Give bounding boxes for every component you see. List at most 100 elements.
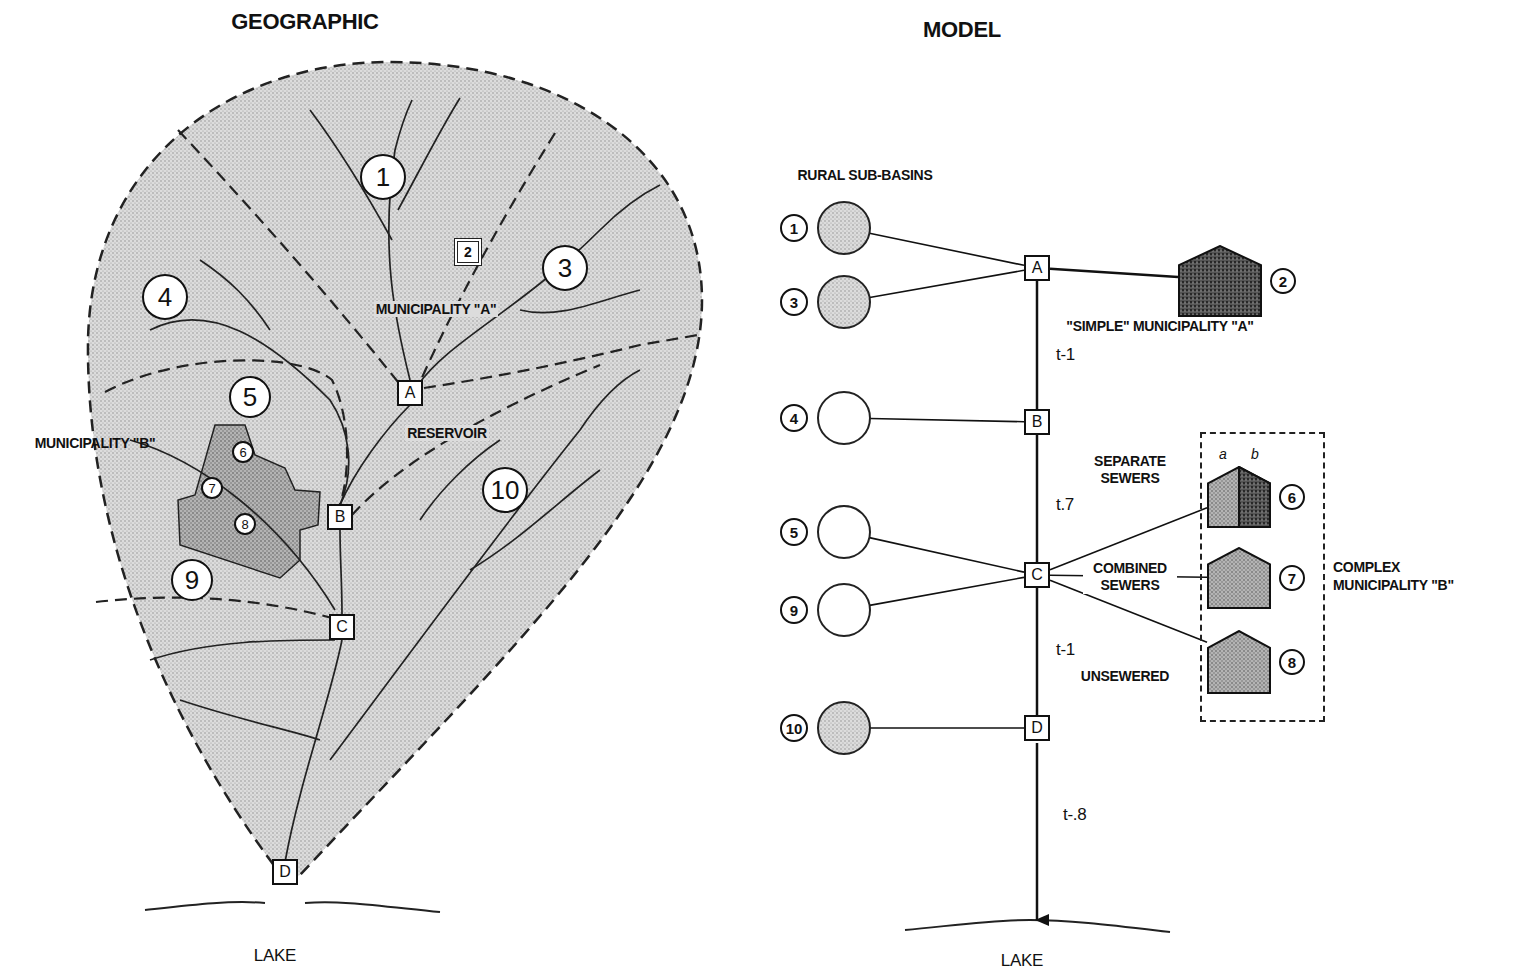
sub-basin-callout: 3 — [542, 245, 588, 291]
connector — [1036, 588, 1039, 715]
junction-letter: A — [405, 384, 416, 402]
edge-label: UNSEWERED — [1079, 668, 1171, 685]
house-shape — [1208, 467, 1270, 527]
municipality-name: "SIMPLE" MUNICIPALITY "A" — [1066, 318, 1253, 334]
connector — [870, 270, 1024, 297]
callout-number: 2 — [464, 244, 472, 260]
sub-basin-circle — [818, 392, 870, 444]
callout-circle: 8 — [1279, 649, 1305, 675]
callout-number: 9 — [185, 565, 199, 596]
municipality-building: 2 — [454, 238, 482, 266]
sub-basin-boundary — [96, 130, 698, 618]
river — [180, 700, 320, 740]
edge-label: t.7 — [1054, 495, 1076, 515]
edge-label: SEPARATE SEWERS — [1078, 453, 1182, 487]
house-shape — [1207, 630, 1271, 694]
river — [389, 100, 412, 380]
house-shape — [1207, 547, 1271, 609]
river — [130, 98, 660, 862]
callout-number: 8 — [241, 517, 248, 532]
text-label: RURAL SUB-BASINS — [798, 167, 933, 183]
river — [150, 640, 335, 660]
river — [398, 98, 460, 210]
rural-sub-basin: 10 — [780, 700, 872, 756]
text-label: MUNICIPALITY "A" — [374, 301, 499, 317]
connector — [870, 727, 1024, 729]
river — [130, 440, 335, 610]
rural-sub-basin: 4 — [780, 390, 872, 446]
callout-circle: 10 — [780, 714, 808, 742]
sub-basin-circle — [818, 702, 870, 754]
lake-shore — [905, 920, 1170, 932]
connector — [870, 577, 1024, 605]
sub-basin-circle — [816, 504, 872, 560]
municipality-b-area — [178, 425, 320, 578]
sub-basin-circle — [818, 276, 870, 328]
municipality-house: 7 — [1207, 547, 1307, 609]
map-junction-box: C — [329, 614, 355, 640]
sewer-part-letter: b — [1251, 446, 1259, 462]
group-label: COMPLEX MUNICIPALITY "B" — [1333, 559, 1483, 594]
text-label: t-.8 — [1063, 805, 1086, 825]
callout-circle: 3 — [780, 288, 808, 316]
rural-sub-basin: 3 — [780, 274, 872, 330]
sub-basin-circle — [818, 584, 870, 636]
watershed-map — [88, 62, 702, 880]
text-label: LAKE — [254, 946, 296, 966]
edge-label: t-1 — [1054, 345, 1077, 365]
callout-circle: 7 — [1279, 565, 1305, 591]
lake-shore — [145, 902, 1170, 932]
sub-basin-callout: 6 — [232, 441, 254, 463]
callout-circle: 6 — [1279, 484, 1305, 510]
sewer-part-letter: a — [1219, 446, 1227, 462]
text-label: MUNICIPALITY "B" — [35, 435, 156, 451]
river — [330, 370, 640, 760]
text-label: MODEL — [923, 17, 1001, 43]
map-junction-box: B — [327, 504, 353, 530]
callout-number: 4 — [158, 282, 172, 313]
municipality-house: 8 — [1207, 630, 1307, 694]
outflow-arrow — [1036, 743, 1039, 920]
sub-basin-callout: 5 — [229, 376, 271, 418]
sub-basin-callout: 10 — [482, 467, 528, 513]
callout-number: 7 — [208, 481, 215, 496]
river — [340, 405, 410, 505]
connector — [1036, 435, 1039, 562]
lake-shore — [145, 902, 440, 912]
sub-basin-circle — [816, 390, 872, 446]
connector — [870, 419, 1024, 422]
sub-basin-boundary — [424, 335, 698, 388]
edge-label: COMBINED SEWERS — [1083, 560, 1177, 594]
watershed-map — [88, 62, 702, 880]
callout-number: 9 — [790, 602, 798, 619]
sub-basin-callout: 4 — [142, 274, 188, 320]
callout-circle: 2 — [1270, 268, 1296, 294]
connector — [1036, 281, 1039, 409]
sub-basin-circle — [816, 700, 872, 756]
junction-box: C — [1024, 562, 1050, 588]
callout-circle: 4 — [780, 404, 808, 432]
junction-box: D — [1024, 715, 1050, 741]
callout-number: 8 — [1288, 654, 1296, 671]
river — [310, 110, 392, 240]
callout-number: 5 — [243, 382, 257, 413]
sub-basin-boundary — [420, 133, 555, 382]
sub-basin-callout: 1 — [360, 154, 406, 200]
junction-letter: B — [335, 508, 346, 526]
rural-sub-basin: 1 — [780, 200, 872, 256]
callout-circle: 1 — [780, 214, 808, 242]
municipality-b-area — [178, 425, 320, 578]
sub-basin-boundary — [96, 598, 332, 618]
outflow-arrow — [1037, 743, 1038, 920]
text-label: GEOGRAPHIC — [231, 9, 378, 35]
sub-basin-circle — [818, 506, 870, 558]
municipality-house: 2"SIMPLE" MUNICIPALITY "A" — [1178, 245, 1298, 317]
river — [418, 185, 660, 385]
callout-number: 3 — [558, 253, 572, 284]
junction-letter: C — [1031, 566, 1043, 584]
callout-number: 6 — [1288, 489, 1296, 506]
rural-sub-basin: 5 — [780, 504, 872, 560]
complex-municipality-box: COMPLEX MUNICIPALITY "B"ab678 — [1200, 432, 1325, 722]
